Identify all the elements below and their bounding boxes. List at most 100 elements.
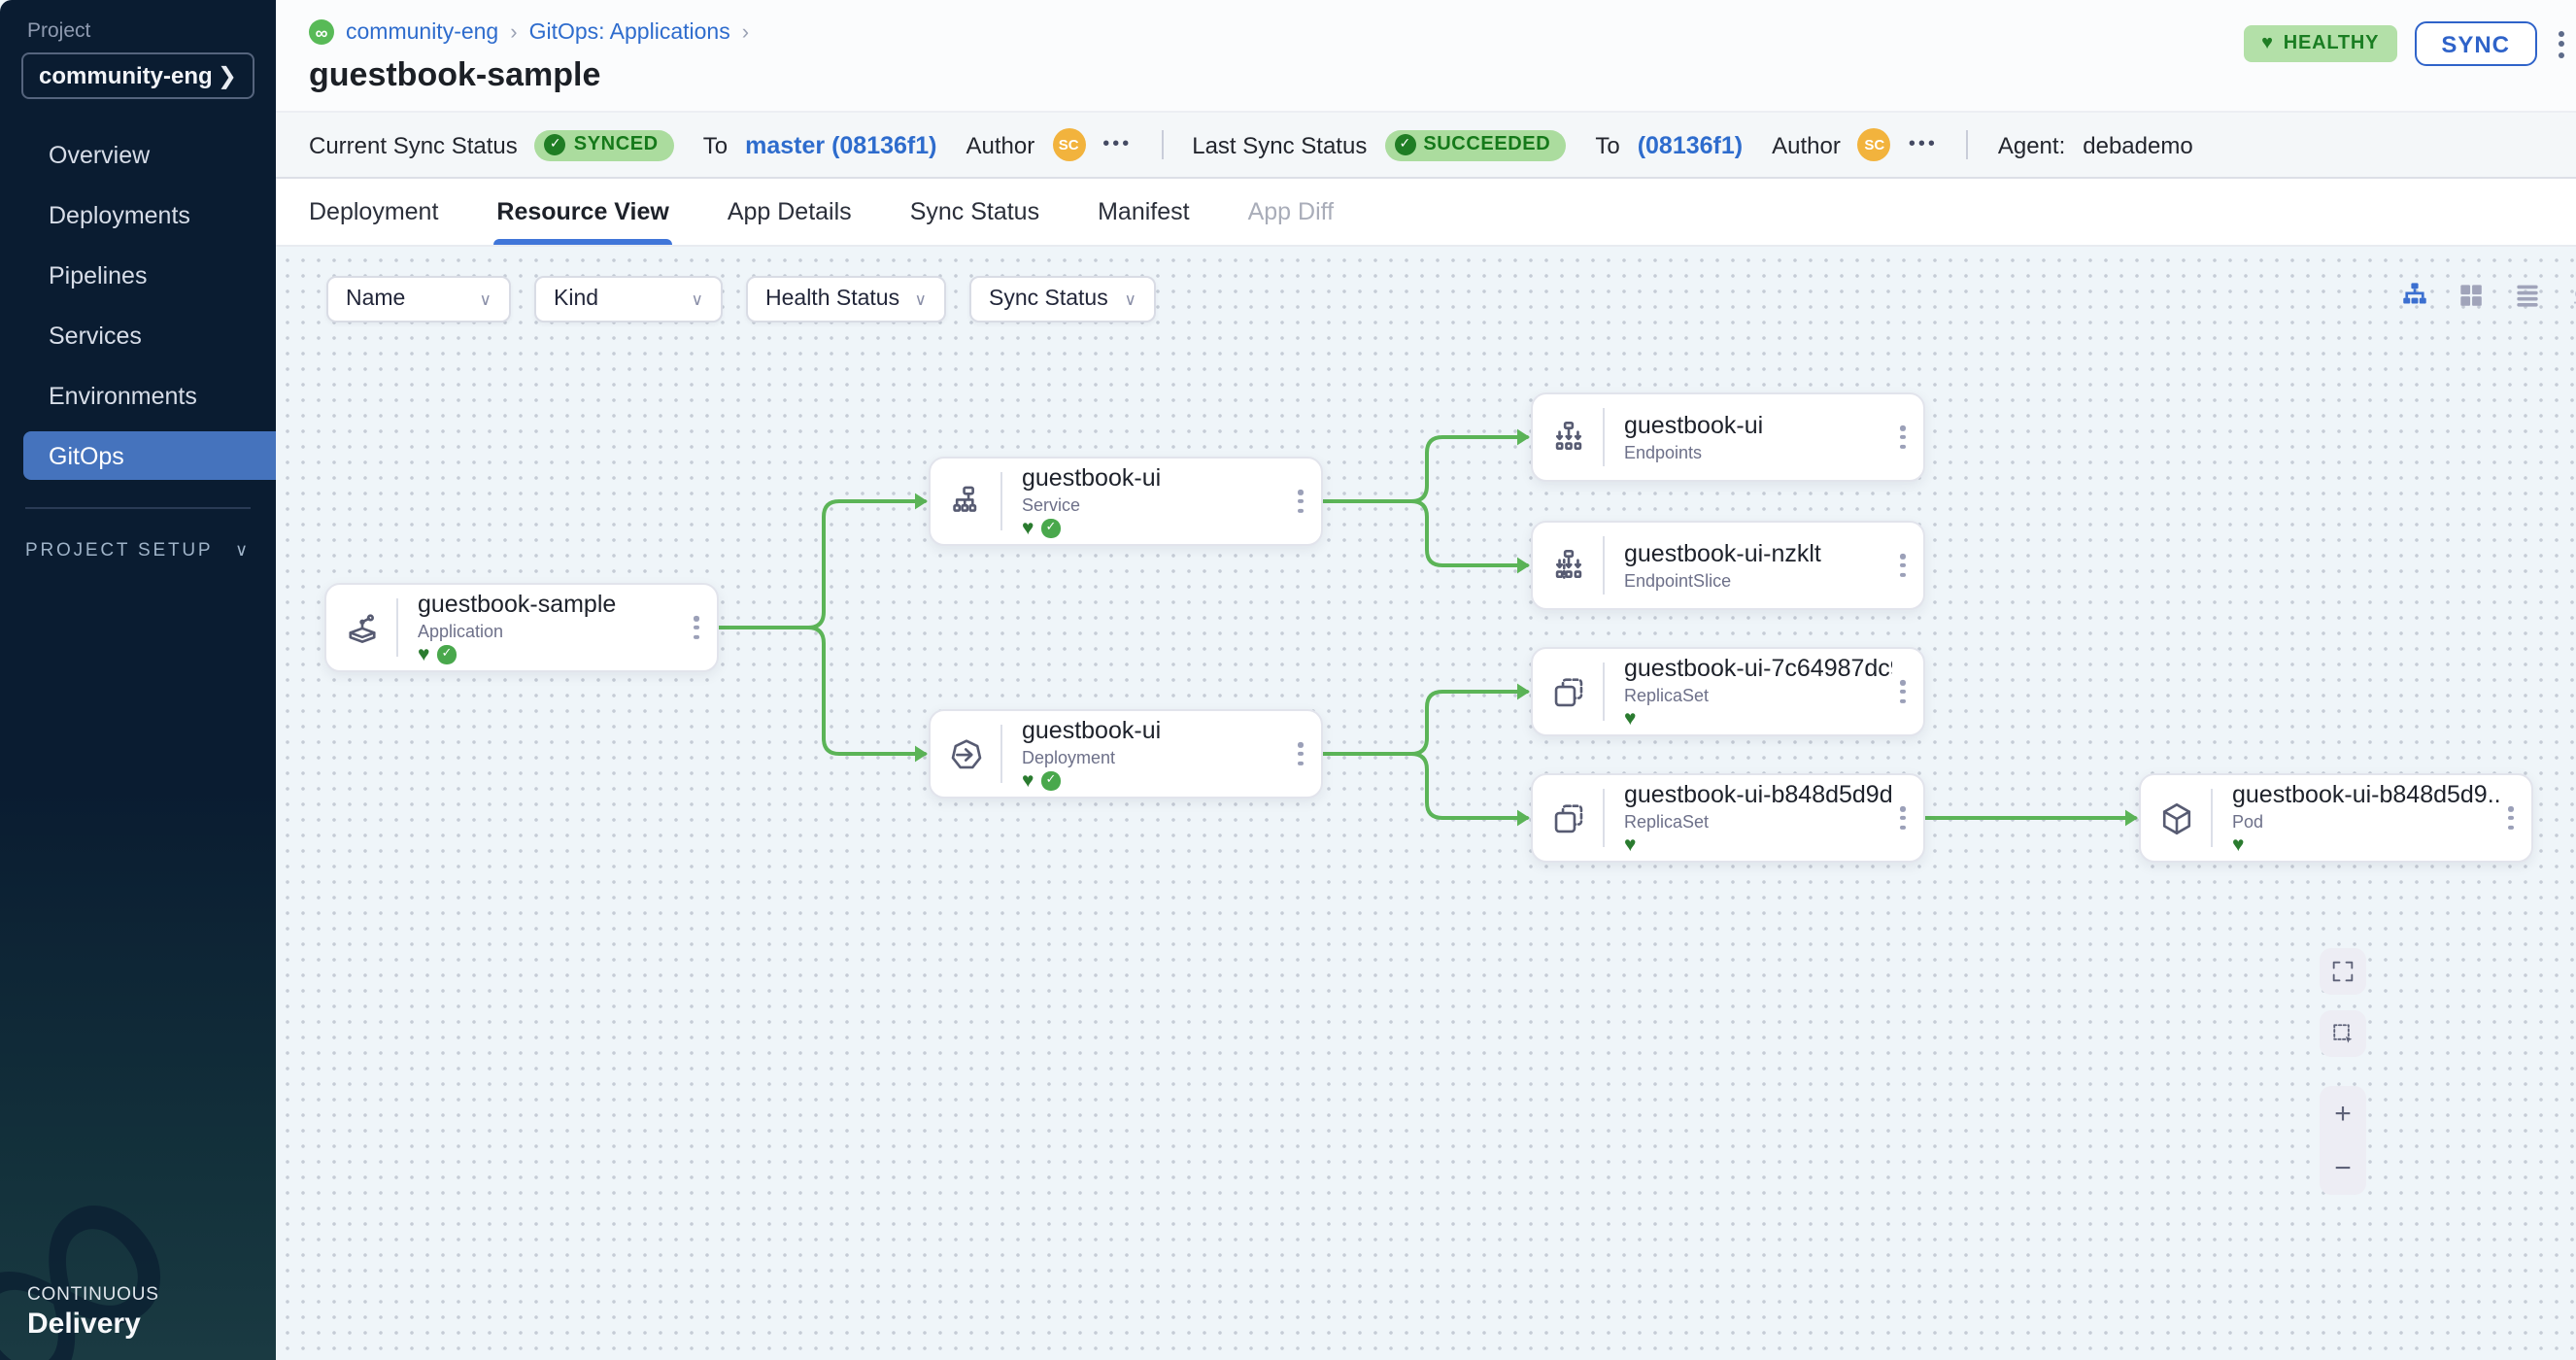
sidebar-item-deployments[interactable]: Deployments <box>49 201 190 228</box>
filter-label: Health Status <box>765 288 900 311</box>
current-target-revision-link[interactable]: master (08136f1) <box>745 131 937 158</box>
to-label: To <box>702 131 729 158</box>
project-setup-label: PROJECT SETUP <box>25 540 214 561</box>
synced-badge-label: SYNCED <box>573 134 659 155</box>
node-divider <box>2211 789 2213 847</box>
tab-manifest[interactable]: Manifest <box>1098 198 1190 225</box>
succeeded-badge: ✓ SUCCEEDED <box>1384 129 1567 160</box>
node-kind: EndpointSlice <box>1624 570 1732 591</box>
healthy-heart-icon: ♥ <box>418 642 430 666</box>
network-view-icon[interactable] <box>2568 280 2576 311</box>
node-menu-icon[interactable] <box>1897 550 1910 581</box>
breadcrumb-project-link[interactable]: community-eng <box>346 20 499 44</box>
node-menu-icon[interactable] <box>1295 486 1307 517</box>
node-divider <box>1000 725 1002 783</box>
node-status: ♥ <box>1624 708 1923 729</box>
last-target-revision-link[interactable]: (08136f1) <box>1637 131 1744 158</box>
replicaset-icon <box>1533 671 1603 712</box>
page-title: guestbook-sample <box>309 56 601 93</box>
node-status: ♥✓ <box>1022 770 1321 791</box>
node-status: ♥ <box>2232 833 2531 857</box>
node-menu-icon[interactable] <box>1897 802 1910 833</box>
sidebar-item-overview[interactable]: Overview <box>49 141 151 168</box>
zoom-in-button[interactable]: + <box>2334 1097 2352 1130</box>
node-menu-icon[interactable] <box>1897 422 1910 453</box>
filter-sync-status[interactable]: Sync Status∨ <box>969 276 1156 323</box>
filter-label: Kind <box>554 288 599 311</box>
chevron-right-icon: ❯ <box>217 62 237 89</box>
chevron-down-icon: ∨ <box>479 289 491 308</box>
node-kind: Application <box>418 621 504 641</box>
tab-sync-status[interactable]: Sync Status <box>909 198 1040 225</box>
breadcrumb-applications-link[interactable]: GitOps: Applications <box>528 20 730 44</box>
filter-health-status[interactable]: Health Status∨ <box>746 276 946 323</box>
node-kind: Service <box>1022 494 1081 515</box>
node-status: ♥ <box>1624 834 1923 855</box>
filter-kind[interactable]: Kind ∨ <box>534 276 723 323</box>
node-menu-icon[interactable] <box>691 612 703 643</box>
selection-icon <box>2329 1020 2356 1047</box>
selection-zoom-button[interactable] <box>2320 1010 2366 1057</box>
chevron-down-icon: ∨ <box>691 289 703 308</box>
breadcrumb-separator: › <box>510 20 518 44</box>
filter-name[interactable]: Name∨ <box>326 276 511 323</box>
author-label: Author <box>1772 131 1841 158</box>
header-actions: ♥ HEALTHY SYNC <box>2244 21 2564 66</box>
more-commits-icon[interactable]: ••• <box>1908 134 1938 155</box>
project-selector[interactable]: community-eng ❯ <box>21 52 254 99</box>
node-kind: Deployment <box>1022 747 1116 767</box>
tab-resource-view[interactable]: Resource View <box>492 179 673 245</box>
app-tabs: Deployment Resource View App Details Sync S… <box>276 179 2576 247</box>
synced-check-icon: ✓ <box>1041 519 1061 538</box>
breadcrumb-separator: › <box>741 20 750 44</box>
fullscreen-button[interactable] <box>2320 948 2366 995</box>
fullscreen-icon <box>2329 958 2356 985</box>
node-menu-icon[interactable] <box>2505 802 2518 833</box>
sync-button[interactable]: SYNC <box>2414 21 2537 66</box>
project-setup-toggle[interactable]: PROJECT SETUP ∨ <box>25 540 251 561</box>
sidebar-item-services[interactable]: Services <box>49 322 142 349</box>
node-divider <box>1603 536 1605 595</box>
service-icon <box>931 481 1000 522</box>
node-title: guestbook-ui-b848d5d9d <box>1624 781 1892 809</box>
node-menu-icon[interactable] <box>1295 738 1307 769</box>
zoom-out-button[interactable]: − <box>2334 1151 2352 1184</box>
more-commits-icon[interactable]: ••• <box>1102 134 1133 155</box>
sidebar-item-gitops[interactable]: GitOps <box>23 431 276 480</box>
more-options-icon[interactable] <box>2555 26 2568 61</box>
main-area: ∞ community-eng › GitOps: Applications ›… <box>276 0 2576 1360</box>
gitops-logo-icon: ∞ <box>309 19 334 45</box>
node-title: guestbook-ui-b848d5d9... <box>2232 781 2500 809</box>
node-kind: ReplicaSet <box>1624 811 1710 832</box>
healthy-heart-icon: ♥ <box>2232 833 2245 857</box>
node-menu-icon[interactable] <box>1897 676 1910 707</box>
node-divider <box>1603 789 1605 847</box>
resource-node-pod-pod[interactable]: guestbook-ui-b848d5d9...Pod♥ <box>2139 773 2533 863</box>
node-divider <box>1000 472 1002 530</box>
synced-check-icon: ✓ <box>437 645 457 664</box>
node-title: guestbook-ui-7c64987dc9 <box>1624 655 1892 683</box>
tab-app-diff[interactable]: App Diff <box>1247 198 1335 225</box>
node-title: guestbook-sample <box>418 591 617 619</box>
tree-view-icon[interactable] <box>2399 280 2430 311</box>
node-divider <box>1603 408 1605 466</box>
list-view-icon[interactable] <box>2512 280 2543 311</box>
grid-view-icon[interactable] <box>2456 280 2487 311</box>
sidebar-item-environments[interactable]: Environments <box>49 382 197 409</box>
health-badge-label: HEALTHY <box>2283 33 2380 54</box>
tab-app-details[interactable]: App Details <box>727 198 852 225</box>
sidebar-item-pipelines[interactable]: Pipelines <box>49 261 148 289</box>
view-toggles <box>2399 280 2576 311</box>
tab-deployment[interactable]: Deployment <box>309 198 439 225</box>
